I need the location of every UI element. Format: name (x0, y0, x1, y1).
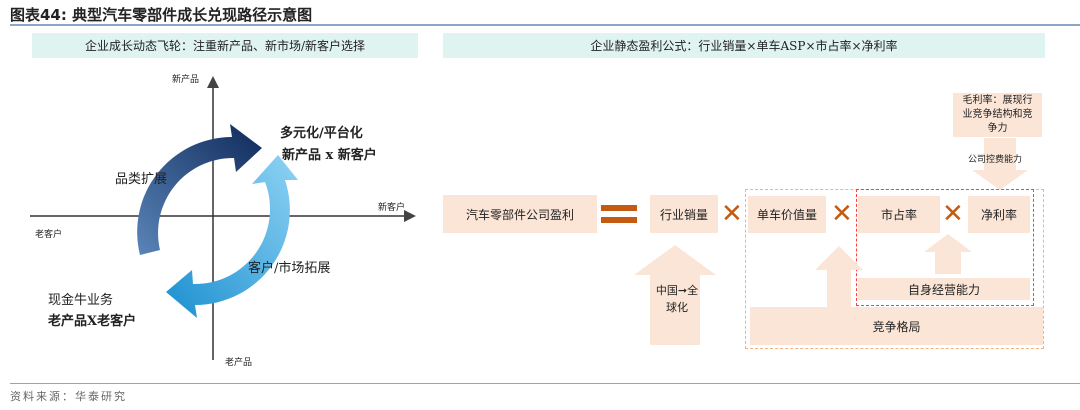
net-margin-box: 净利率 (968, 196, 1030, 233)
gross-margin-box: 毛利率：展现行业竞争结构和竞争力 (953, 93, 1042, 137)
source-note: 资料来源：华泰研究 (10, 390, 127, 403)
profit-box: 汽车零部件公司盈利 (443, 195, 597, 233)
flywheel-header: 企业成长动态飞轮：注重新产品、新市场/新客户选择 (32, 33, 418, 58)
footer-rule (10, 383, 1080, 384)
category-expansion-label: 品类扩展 (115, 172, 168, 187)
up-arrow-icon (815, 246, 863, 308)
up-arrow-icon (634, 245, 716, 345)
title-rule (10, 24, 1080, 26)
equals-top (601, 205, 637, 211)
inner-dashed-frame (856, 189, 1034, 306)
cost-control-label: 公司控费能力 (968, 155, 1023, 165)
market-share-box: 市占率 (858, 196, 940, 233)
china-global-label: 中国➞全球化 (655, 284, 699, 314)
flywheel-diagram (30, 76, 416, 360)
multiply-icon: ✕ (942, 199, 964, 229)
competition-box: 竞争格局 (750, 307, 1043, 345)
axis-label-old-product: 老产品 (225, 358, 253, 368)
formula-header: 企业静态盈利公式：行业销量×单车ASP×市占率×净利率 (443, 33, 1045, 58)
axis-label-old-customer: 老客户 (35, 230, 63, 240)
own-operations-box: 自身经营能力 (858, 278, 1030, 300)
multiply-icon: ✕ (831, 199, 853, 229)
old-product-old-customer-label: 老产品X老客户 (48, 314, 137, 329)
equals-bottom (601, 217, 637, 223)
unit-value-box: 单车价值量 (748, 196, 826, 233)
new-product-new-customer-label: 新产品 x 新客户 (282, 148, 377, 163)
light-blue-arrow (166, 155, 298, 318)
multiply-icon: ✕ (721, 199, 743, 229)
dark-blue-arrow (137, 124, 262, 255)
market-expansion-label: 客户/市场拓展 (248, 261, 331, 276)
industry-volume-box: 行业销量 (650, 195, 718, 233)
cash-cow-label: 现金牛业务 (48, 293, 114, 308)
diversify-label: 多元化/平台化 (280, 126, 363, 141)
axis-label-new-customer: 新客户 (378, 203, 406, 213)
figure-title: 图表44: 典型汽车零部件成长兑现路径示意图 (10, 6, 313, 24)
axis-label-new-product: 新产品 (172, 75, 200, 85)
up-arrow-icon (924, 234, 972, 274)
down-arrow-icon (972, 138, 1028, 190)
